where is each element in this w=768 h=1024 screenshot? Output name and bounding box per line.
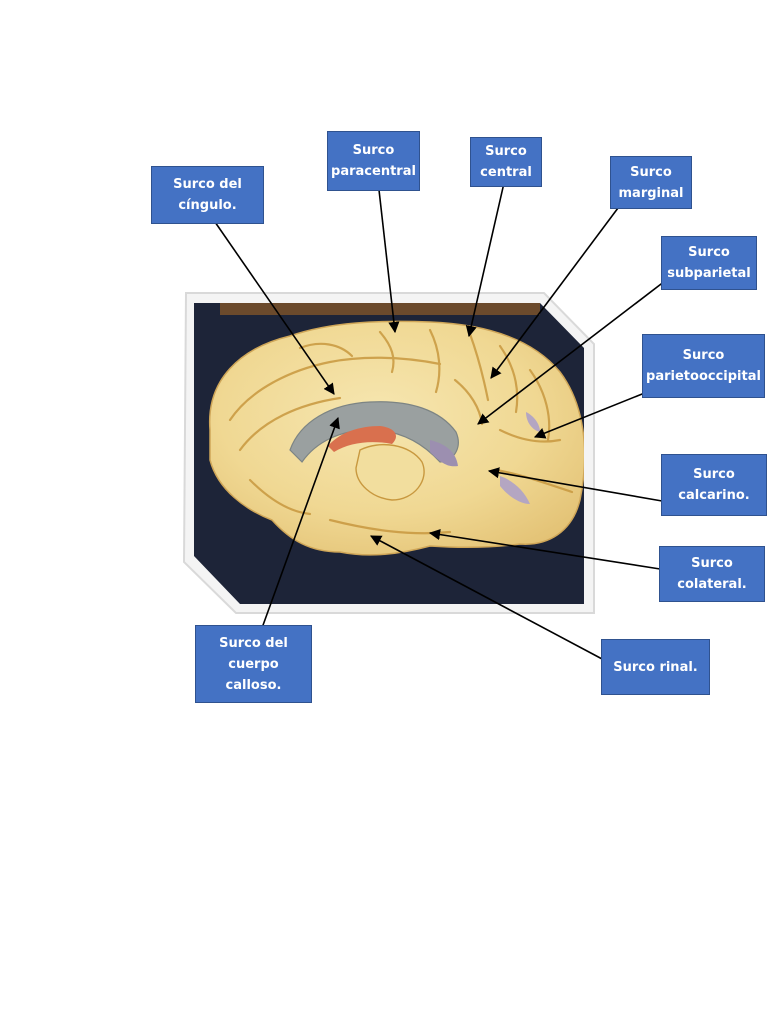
label-surco-cuerpo-calloso: Surco del cuerpo calloso. — [195, 625, 312, 703]
label-surco-marginal: Surco marginal — [610, 156, 692, 209]
label-surco-central: Surco central — [470, 137, 542, 187]
label-surco-cingulo: Surco del cíngulo. — [151, 166, 264, 224]
label-surco-rinal: Surco rinal. — [601, 639, 710, 695]
label-surco-parietooccipital: Surco parietooccipital — [642, 334, 765, 398]
label-surco-calcarino: Surco calcarino. — [661, 454, 767, 516]
label-surco-colateral: Surco colateral. — [659, 546, 765, 602]
label-surco-subparietal: Surco subparietal — [661, 236, 757, 290]
label-surco-paracentral: Surco paracentral — [327, 131, 420, 191]
